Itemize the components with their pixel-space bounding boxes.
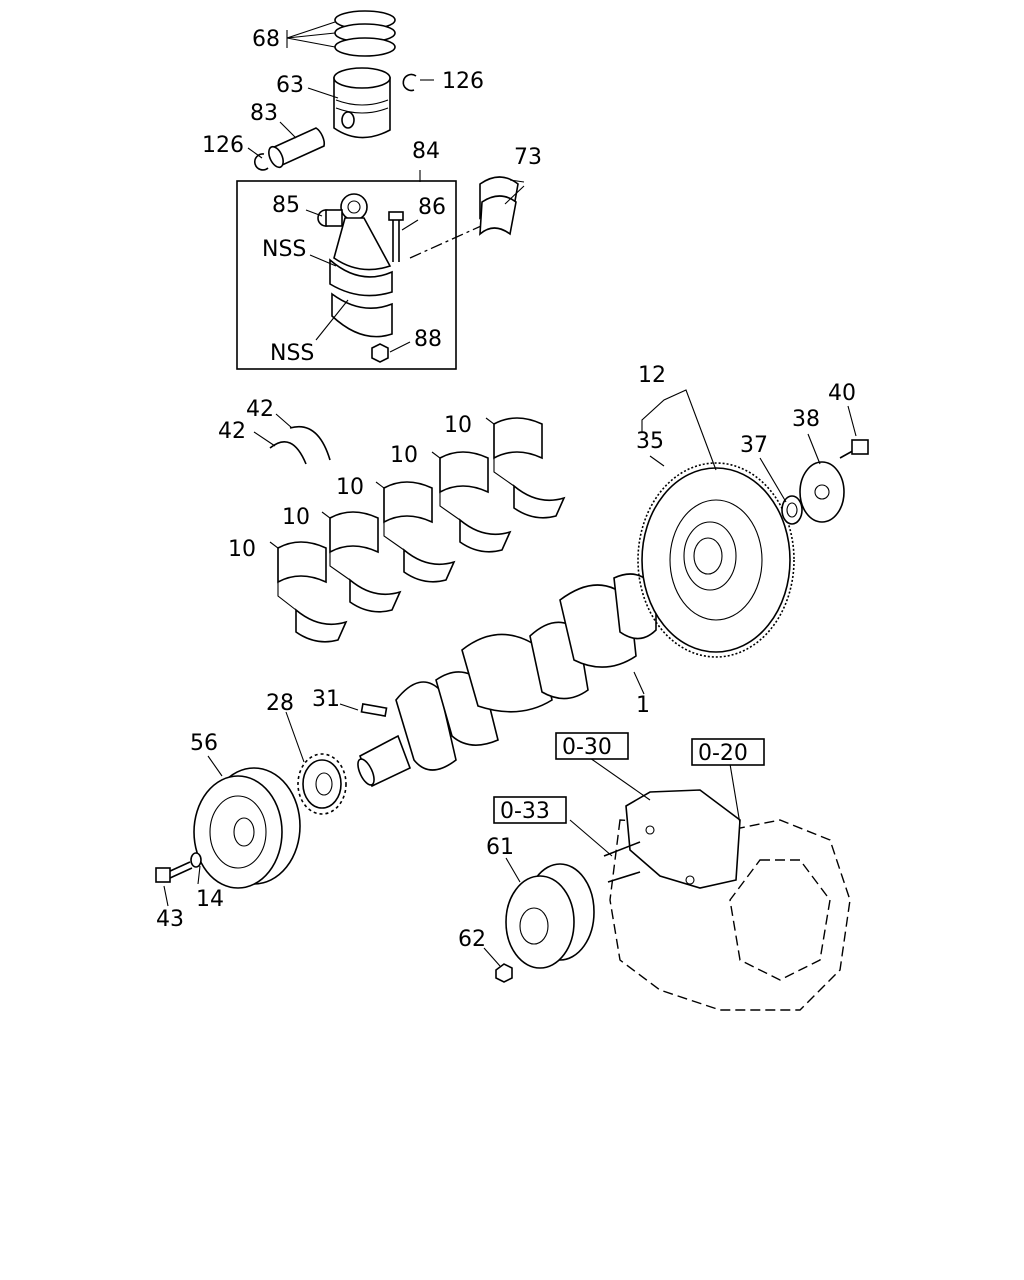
callout-1: 1 <box>636 693 650 718</box>
callout-12: 12 <box>638 363 666 388</box>
pump-nut <box>495 963 513 983</box>
front-cover <box>609 819 851 1011</box>
reference-box-0-30 <box>555 732 629 760</box>
callout-62: 62 <box>458 927 486 952</box>
pulley-washer <box>190 852 202 868</box>
callout-10-1: 10 <box>444 413 472 438</box>
rod-nut <box>371 343 389 363</box>
rod-bolt <box>388 211 404 262</box>
callout-84: 84 <box>412 139 440 164</box>
piston-pin <box>268 127 326 169</box>
reference-box-0-20 <box>691 738 765 766</box>
callout-86: 86 <box>418 195 446 220</box>
callout-10-5: 10 <box>228 537 256 562</box>
callout-126-left: 126 <box>202 133 244 158</box>
reference-0-33: 0-33 <box>500 799 550 824</box>
flywheel <box>637 462 795 658</box>
reference-0-30: 0-30 <box>562 735 612 760</box>
callout-73: 73 <box>514 145 542 170</box>
pump-pulley <box>505 863 595 969</box>
reference-0-20: 0-20 <box>698 741 748 766</box>
snap-ring-right <box>402 73 417 92</box>
callout-37: 37 <box>740 433 768 458</box>
callout-28: 28 <box>266 691 294 716</box>
callout-42-lower: 42 <box>218 419 246 444</box>
callout-10-4: 10 <box>282 505 310 530</box>
flywheel-plate <box>799 461 845 523</box>
water-pump-body <box>625 789 741 889</box>
callout-40: 40 <box>828 381 856 406</box>
pulley-bolt <box>155 861 193 883</box>
callout-63: 63 <box>276 73 304 98</box>
pilot-bearing <box>781 495 803 525</box>
reference-box-0-33 <box>493 796 567 824</box>
thrust-washers <box>253 413 331 465</box>
main-bearings <box>269 417 566 643</box>
callout-42-upper: 42 <box>246 397 274 422</box>
callout-31: 31 <box>312 687 340 712</box>
callout-35: 35 <box>636 429 664 454</box>
callout-85: 85 <box>272 193 300 218</box>
crankshaft <box>357 573 657 788</box>
callout-56: 56 <box>190 731 218 756</box>
callout-68: 68 <box>252 27 280 52</box>
callout-nss-upper: NSS <box>262 237 306 262</box>
woodruff-key <box>360 703 388 717</box>
callout-38: 38 <box>792 407 820 432</box>
callout-10-2: 10 <box>390 443 418 468</box>
small-end-bushing <box>317 209 343 227</box>
crank-gear <box>297 753 347 815</box>
callout-14: 14 <box>196 887 224 912</box>
connecting-rod-box <box>236 180 457 370</box>
callout-83: 83 <box>250 101 278 126</box>
piston <box>333 67 391 139</box>
crank-pulley <box>193 767 301 889</box>
callout-nss-lower: NSS <box>270 341 314 366</box>
flywheel-bolt <box>839 439 869 459</box>
snap-ring-left <box>254 153 269 171</box>
callout-88: 88 <box>414 327 442 352</box>
callout-61: 61 <box>486 835 514 860</box>
piston-rings <box>334 10 396 57</box>
callout-43: 43 <box>156 907 184 932</box>
callout-10-3: 10 <box>336 475 364 500</box>
connecting-rod <box>329 193 393 338</box>
callout-126-right: 126 <box>442 69 484 94</box>
rod-bearing <box>479 176 525 236</box>
